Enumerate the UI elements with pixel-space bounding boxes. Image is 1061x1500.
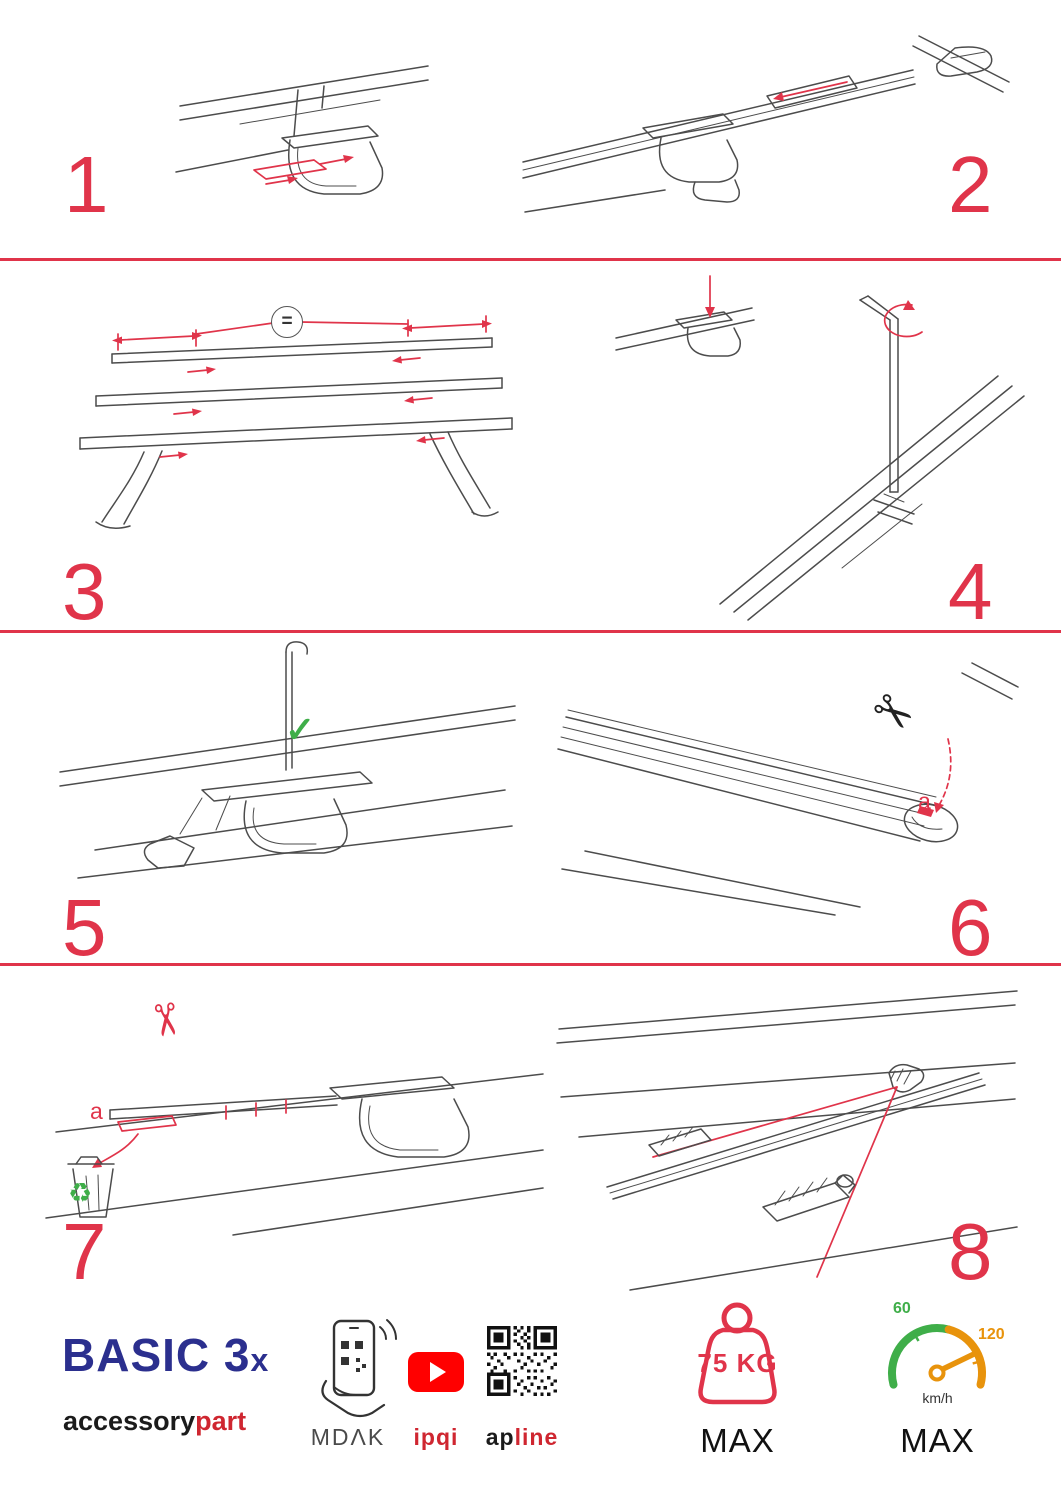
divider-3 <box>0 963 1061 966</box>
recycle-icon: ♻ <box>68 1178 93 1208</box>
max-weight-icon <box>698 1302 777 1405</box>
step5-number: 5 <box>62 883 107 972</box>
step4-number: 4 <box>948 547 993 636</box>
app-brand-label: MDΛK <box>310 1424 386 1450</box>
phone-qr-icon <box>321 1319 397 1418</box>
brand-logo: accessorypart <box>63 1406 247 1436</box>
allen-key <box>859 295 899 493</box>
max-weight-label: MAX <box>700 1422 775 1459</box>
step8-number: 8 <box>948 1207 993 1296</box>
step1-number: 1 <box>64 140 109 229</box>
step8-illustration <box>556 990 1018 1291</box>
trash-bin-icon <box>67 1156 115 1218</box>
speed-min-label: 60 <box>893 1300 911 1317</box>
equal-spacing-badge: = <box>271 306 303 338</box>
step7-number: 7 <box>62 1207 107 1296</box>
step3-number: 3 <box>62 547 107 636</box>
divider-1 <box>0 258 1061 261</box>
qr-brand-label: apline <box>485 1424 559 1450</box>
check-icon: ✓ <box>285 709 316 750</box>
step6-illustration <box>557 662 1019 916</box>
step5-illustration <box>59 641 516 879</box>
step2-number: 2 <box>948 140 993 229</box>
equal-sign: = <box>281 311 293 332</box>
product-quantity: x <box>250 1342 270 1378</box>
cut-label-a-2: a <box>90 1098 103 1124</box>
product-name: BASIC 3x <box>62 1329 270 1381</box>
divider-2 <box>0 630 1061 633</box>
play-icon <box>430 1362 446 1382</box>
max-weight-value: 75 KG <box>697 1348 778 1378</box>
step7-illustration <box>45 1073 544 1236</box>
youtube-icon <box>408 1352 464 1392</box>
step6-number: 6 <box>948 883 993 972</box>
step4-illustration <box>615 275 1025 621</box>
max-speed-label: MAX <box>900 1422 975 1459</box>
speed-max-value-label: 120 <box>978 1326 1005 1343</box>
step2-illustration <box>522 35 1010 213</box>
speedometer-icon <box>887 1323 987 1389</box>
speed-unit-label: km/h <box>922 1390 953 1406</box>
step3-illustration <box>79 315 513 529</box>
video-brand-label: ipqi <box>413 1424 459 1450</box>
cut-label-a: a <box>918 788 931 814</box>
qr-code-icon <box>487 1326 557 1396</box>
step1-illustration <box>175 65 429 195</box>
scissors-red-icon: ✂ <box>138 998 192 1042</box>
